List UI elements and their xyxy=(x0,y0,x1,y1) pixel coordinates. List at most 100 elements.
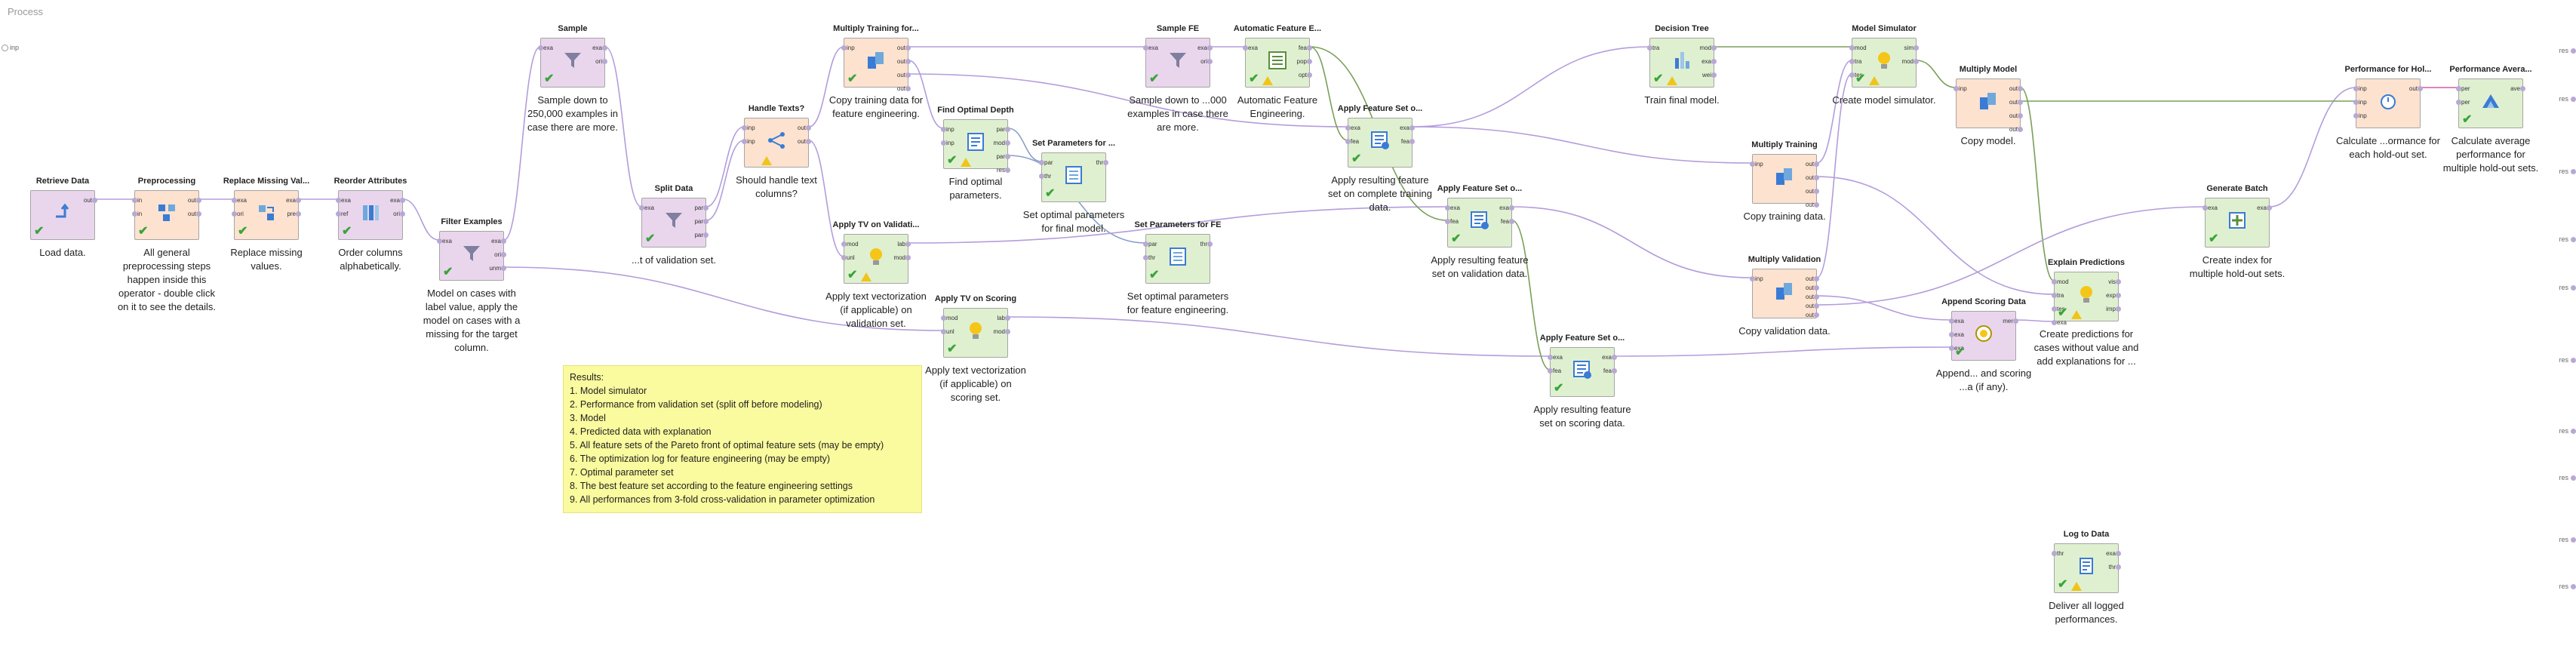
input-port[interactable]: fea xyxy=(1351,138,1360,145)
output-port[interactable]: par xyxy=(996,153,1005,160)
output-port-dot[interactable] xyxy=(1814,175,1819,180)
input-port-dot[interactable] xyxy=(941,329,946,334)
input-port[interactable]: mod xyxy=(847,241,859,248)
connection-apply_tv_scoring-apply_fs_scoring[interactable] xyxy=(1007,316,1551,357)
warning-icon[interactable] xyxy=(1869,76,1880,85)
input-port-dot[interactable] xyxy=(742,125,747,131)
input-port-dot[interactable] xyxy=(2052,551,2057,556)
warning-icon[interactable] xyxy=(861,272,871,281)
output-port-dot[interactable] xyxy=(2116,279,2121,284)
output-port-dot[interactable] xyxy=(2418,86,2423,91)
output-port[interactable]: sim xyxy=(1904,45,1914,51)
input-port[interactable]: inp xyxy=(747,138,755,145)
output-port-dot[interactable] xyxy=(602,59,607,64)
output-port-dot[interactable] xyxy=(703,232,709,238)
input-port-dot[interactable] xyxy=(1445,219,1450,224)
input-port[interactable]: inp xyxy=(1755,161,1763,168)
output-port-dot[interactable] xyxy=(1711,72,1717,78)
output-port-dot[interactable] xyxy=(1814,312,1819,318)
output-port[interactable]: out xyxy=(187,197,196,204)
input-port[interactable]: exa xyxy=(1954,318,1964,324)
output-port-dot[interactable] xyxy=(1307,72,1312,78)
input-port[interactable]: inp xyxy=(946,126,954,133)
input-port[interactable]: exa xyxy=(644,204,654,211)
output-port-dot[interactable] xyxy=(2013,318,2018,324)
output-port[interactable]: mod xyxy=(1699,45,1711,51)
connection-apply_fs_scoring-append_scoring[interactable] xyxy=(1614,346,1952,357)
connection-multiply_validation-model_simulator[interactable] xyxy=(1816,73,1852,278)
output-port[interactable]: out xyxy=(1805,161,1814,168)
output-port-dot[interactable] xyxy=(806,125,811,131)
connection-append_scoring-explain_predictions[interactable] xyxy=(2015,319,2055,322)
connection-auto_fe-apply_fs_training[interactable] xyxy=(1309,46,1348,141)
output-port-dot[interactable] xyxy=(2267,205,2272,211)
connection-model_simulator-multiply_model[interactable] xyxy=(1916,60,1957,88)
connection-split-handle_texts[interactable] xyxy=(705,140,745,221)
output-port-dot[interactable] xyxy=(905,86,911,91)
input-port[interactable]: thr xyxy=(1044,173,1052,180)
output-port-dot[interactable] xyxy=(1814,303,1819,309)
input-port[interactable]: inp xyxy=(2359,85,2367,92)
output-port-dot[interactable] xyxy=(905,45,911,51)
connection-handle_texts-multiply_training_fe[interactable] xyxy=(808,46,844,128)
output-port-dot[interactable] xyxy=(1207,45,1213,51)
output-port[interactable]: out xyxy=(797,125,806,131)
output-port-dot[interactable] xyxy=(2116,551,2121,556)
output-port-dot[interactable] xyxy=(400,211,405,217)
input-port-dot[interactable] xyxy=(1949,332,1954,337)
input-port[interactable]: tes xyxy=(1855,72,1863,78)
results-note[interactable]: Results: 1. Model simulator 2. Performan… xyxy=(563,365,922,513)
output-port-dot[interactable] xyxy=(1005,127,1010,132)
output-port[interactable]: mod xyxy=(893,254,905,261)
connection-multiply_training_fe-apply_fs_training[interactable] xyxy=(908,73,1348,128)
input-port[interactable]: unl xyxy=(847,254,855,261)
output-port[interactable]: pre xyxy=(287,211,296,217)
output-port[interactable]: mod xyxy=(1901,58,1914,65)
output-port-dot[interactable] xyxy=(1914,45,1919,51)
input-port-dot[interactable] xyxy=(2052,279,2057,284)
output-port[interactable]: exa xyxy=(1499,204,1509,211)
input-port[interactable]: mod xyxy=(1855,45,1867,51)
output-port[interactable]: out xyxy=(1805,174,1814,181)
process-output-port[interactable]: res xyxy=(2559,474,2576,481)
output-port[interactable]: opt xyxy=(1298,72,1307,78)
output-port-dot[interactable] xyxy=(1005,140,1010,146)
input-port-dot[interactable] xyxy=(538,45,543,51)
input-port[interactable]: exa xyxy=(1248,45,1258,51)
input-port-dot[interactable] xyxy=(336,198,341,203)
output-port-dot[interactable] xyxy=(905,59,911,64)
input-port[interactable]: tes xyxy=(2057,306,2065,312)
output-port[interactable]: exa xyxy=(390,197,400,204)
input-port-dot[interactable] xyxy=(232,198,237,203)
input-port-dot[interactable] xyxy=(2353,100,2359,105)
output-port[interactable]: out xyxy=(1805,188,1814,195)
output-port[interactable]: out xyxy=(896,85,905,92)
output-port[interactable]: out xyxy=(1805,294,1814,300)
input-port-dot[interactable] xyxy=(132,211,137,217)
output-port-dot[interactable] xyxy=(1307,45,1312,51)
input-port-dot[interactable] xyxy=(1849,59,1855,64)
input-port-dot[interactable] xyxy=(2353,113,2359,118)
process-output-port[interactable]: res xyxy=(2559,583,2576,590)
input-port[interactable]: exa xyxy=(442,238,452,244)
process-output-port[interactable]: res xyxy=(2559,427,2576,435)
process-output-port[interactable]: res xyxy=(2559,168,2576,175)
output-port-dot[interactable] xyxy=(296,211,301,217)
output-port[interactable]: thr xyxy=(1200,241,1207,248)
output-port-dot[interactable] xyxy=(1814,276,1819,281)
output-port[interactable]: exa xyxy=(592,45,602,51)
input-port-dot[interactable] xyxy=(2203,205,2208,211)
output-port-dot[interactable] xyxy=(905,241,911,247)
